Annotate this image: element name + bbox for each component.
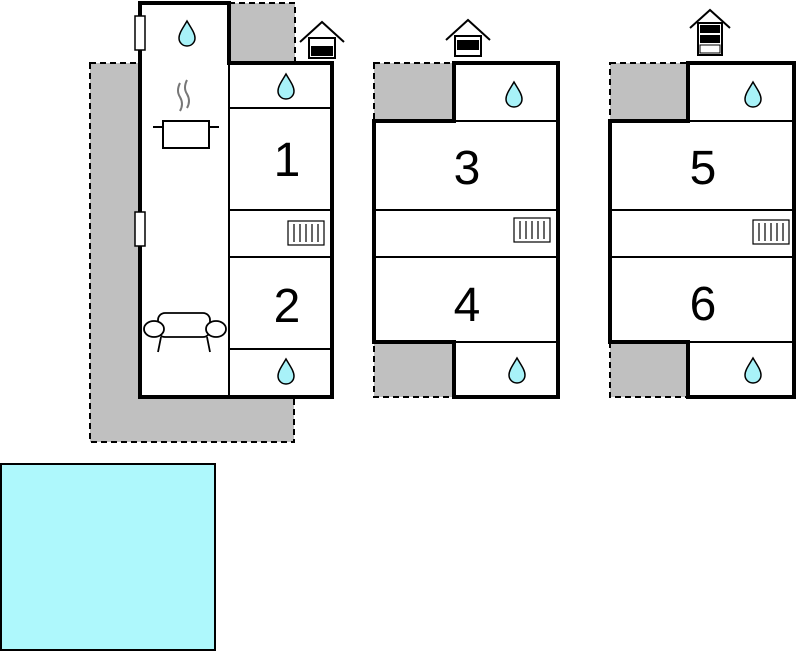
water-drop-icon: [744, 357, 762, 384]
cooking-pot-icon: [153, 79, 219, 149]
house-icon: [299, 21, 345, 59]
terrace-area: [89, 62, 295, 443]
terrace-area: [609, 62, 689, 122]
house-icon: [689, 8, 731, 56]
sofa-icon: [143, 312, 227, 353]
room-number-3: 3: [454, 142, 481, 195]
terrace-area: [373, 341, 455, 398]
room-number-1: 1: [274, 134, 301, 187]
swimming-pool: [0, 463, 216, 651]
radiator-icon: [752, 219, 790, 245]
window-icon: [134, 211, 146, 247]
building-1: 1 2: [89, 1, 345, 443]
room-number-4: 4: [454, 279, 481, 332]
water-drop-icon: [744, 81, 762, 108]
room-number-6: 6: [690, 278, 717, 331]
terrace-area: [609, 341, 689, 398]
water-drop-icon: [508, 357, 526, 384]
terrace-area: [228, 2, 296, 64]
radiator-icon: [513, 217, 551, 243]
water-drop-icon: [277, 73, 295, 100]
water-drop-icon: [178, 20, 196, 47]
window-icon: [134, 15, 146, 51]
room-number-5: 5: [690, 142, 717, 195]
house-icon: [445, 19, 491, 57]
radiator-icon: [287, 220, 325, 246]
terrace-area: [373, 62, 455, 122]
building-3: 5 6: [608, 8, 796, 399]
water-drop-icon: [277, 358, 295, 385]
water-drop-icon: [505, 81, 523, 108]
room-number-2: 2: [274, 280, 301, 333]
building-2: 3 4: [372, 19, 560, 399]
